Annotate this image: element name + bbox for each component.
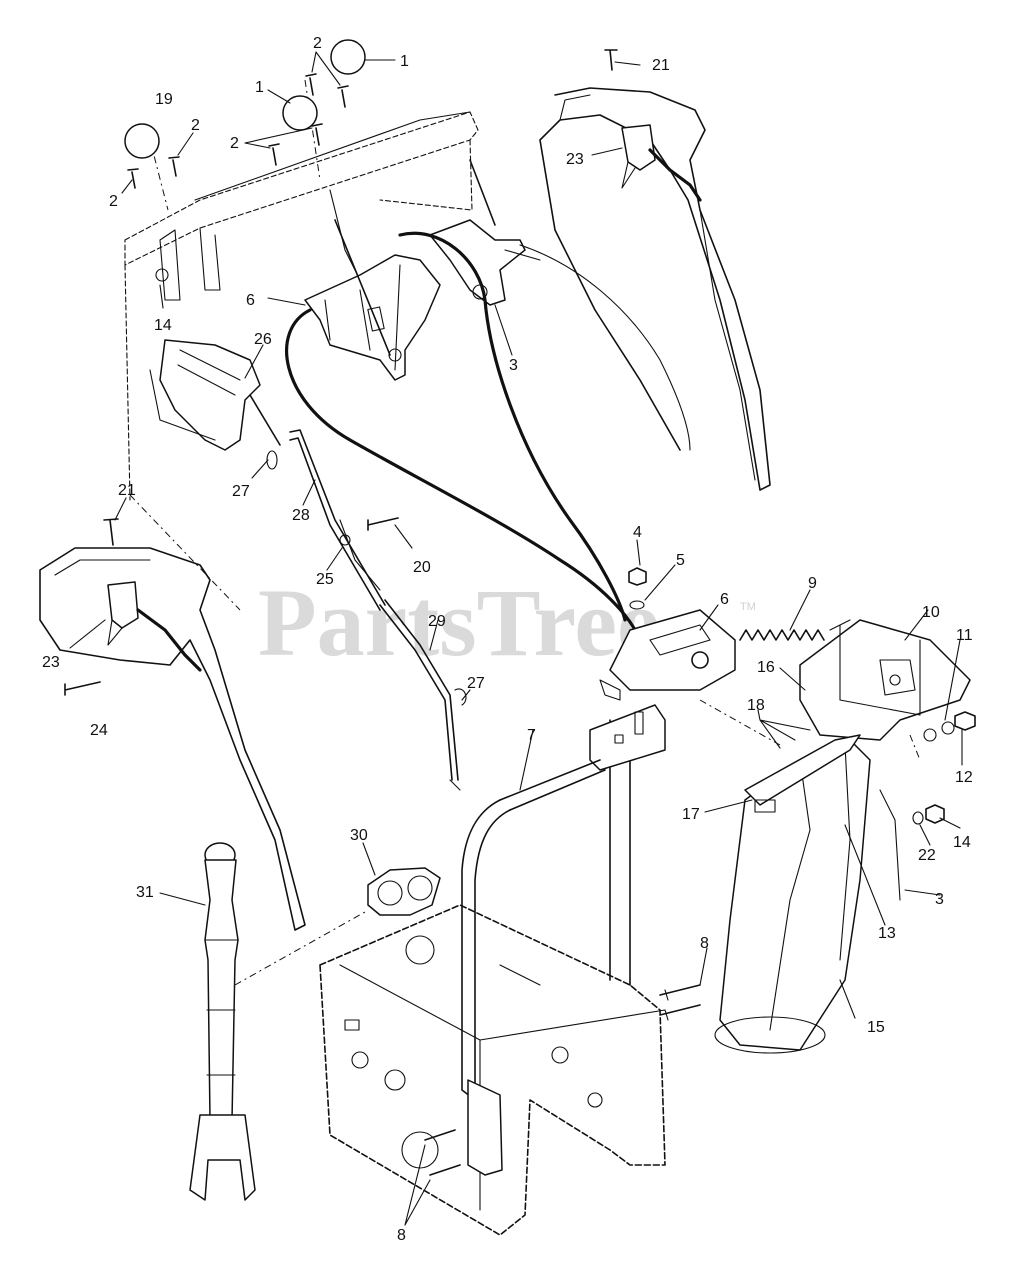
callout-14-left: 14 — [154, 317, 172, 334]
callout-2-left: 2 — [191, 117, 200, 134]
frame-tube-7 — [461, 704, 666, 1101]
left-bracket-26 — [149, 339, 281, 470]
callout-25: 25 — [316, 571, 334, 588]
callout-23-top: 23 — [566, 151, 584, 168]
callout-3-top: 3 — [509, 357, 518, 374]
watermark-tm: TM — [740, 601, 756, 613]
callout-15: 15 — [867, 1019, 885, 1036]
spring-9 — [739, 619, 851, 641]
callout-22: 22 — [918, 847, 936, 864]
callout-21-top: 21 — [652, 57, 670, 74]
callout-6-mid: 6 — [720, 591, 729, 608]
clean-out-tool-31 — [189, 842, 366, 1201]
callout-1-mid: 1 — [255, 79, 264, 96]
watermark-text: PartsTree — [258, 569, 660, 676]
callout-4: 4 — [633, 524, 642, 541]
chute-control-cable — [285, 231, 691, 642]
callout-27-left: 27 — [232, 483, 250, 500]
discharge-chute — [714, 734, 901, 1054]
callout-12: 12 — [955, 769, 973, 786]
callout-8-bottom: 8 — [397, 1227, 406, 1244]
lower-mount-plate — [424, 1079, 503, 1176]
callout-29: 29 — [428, 613, 446, 630]
callout-23-left: 23 — [42, 654, 60, 671]
screws-2 — [127, 73, 349, 189]
engine-housing — [319, 904, 666, 1236]
callout-28: 28 — [292, 507, 310, 524]
callout-2-mid: 2 — [230, 135, 239, 152]
callout-6-top: 6 — [246, 292, 255, 309]
callout-24: 24 — [90, 722, 108, 739]
callout-18: 18 — [747, 697, 765, 714]
chute-deflector — [799, 619, 971, 741]
clamp-30 — [367, 867, 441, 916]
callout-3-right: 3 — [935, 891, 944, 908]
callout-19: 19 — [155, 91, 173, 108]
callout-20: 20 — [413, 559, 431, 576]
callout-5: 5 — [676, 552, 685, 569]
knob-1-mid — [282, 95, 318, 131]
callout-7: 7 — [527, 727, 536, 744]
callout-17: 17 — [682, 806, 700, 823]
callout-31: 31 — [136, 884, 154, 901]
callout-8-right: 8 — [700, 935, 709, 952]
callout-9: 9 — [808, 575, 817, 592]
knob-19 — [124, 123, 160, 159]
callout-1-top: 1 — [400, 53, 409, 70]
guide-lines — [699, 699, 921, 761]
chute-control-lever — [304, 219, 441, 381]
pivot-bracket-6 — [599, 567, 736, 701]
callout-21-left: 21 — [118, 482, 136, 499]
shift-lever-bracket — [429, 159, 541, 306]
callout-11: 11 — [956, 627, 973, 644]
watermark: PartsTree TM — [258, 569, 756, 676]
callout-26: 26 — [254, 331, 272, 348]
knob-1-top — [330, 39, 366, 75]
callout-13: 13 — [878, 925, 896, 942]
bolts-8 — [659, 984, 701, 1021]
callout-16: 16 — [757, 659, 775, 676]
callout-27-mid: 27 — [467, 675, 485, 692]
callout-labels: 2 1 1 19 2 2 2 21 23 14 6 3 26 27 28 21 … — [42, 35, 973, 1244]
chute-hardware — [912, 711, 976, 825]
right-handle — [539, 49, 771, 491]
callout-30: 30 — [350, 827, 368, 844]
callout-2-top: 2 — [313, 35, 322, 52]
callout-10: 10 — [922, 604, 940, 621]
bolt-20 — [367, 517, 399, 531]
left-handle — [39, 518, 306, 931]
callout-14-right: 14 — [953, 834, 971, 851]
callout-2-bottom: 2 — [109, 193, 118, 210]
rod-29 — [379, 599, 467, 791]
leader-lines — [69, 51, 963, 1226]
